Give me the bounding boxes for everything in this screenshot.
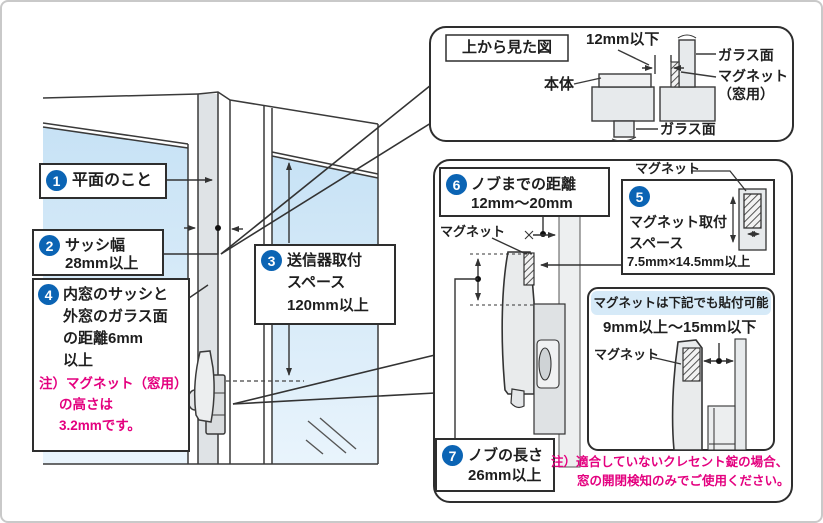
callout1-label: 平面のこと bbox=[72, 172, 153, 189]
alt-sash-block bbox=[707, 405, 736, 451]
glass-bar bbox=[678, 39, 696, 88]
callout2-number: 2 bbox=[39, 235, 60, 256]
dim-12mm-label: 12mm以下 bbox=[586, 31, 660, 48]
main-dimension-lines bbox=[163, 84, 436, 405]
callout4-note2: の高さは bbox=[59, 397, 113, 412]
knob-side-view bbox=[501, 251, 535, 395]
callout3-line2: スペース bbox=[287, 274, 346, 291]
magnet-hatched bbox=[743, 193, 762, 229]
knob-tab bbox=[510, 388, 525, 409]
callout5-number: 5 bbox=[629, 186, 650, 207]
callout7-line1: ノブの長さ bbox=[468, 447, 544, 464]
top-view-title-box bbox=[445, 34, 569, 62]
alt-magnet-leader bbox=[650, 356, 682, 365]
sash-block-left bbox=[591, 86, 655, 122]
magnet-top-leader bbox=[691, 170, 747, 192]
glass-tab-bottom bbox=[613, 120, 635, 138]
window-magnet-label: マグネット bbox=[718, 68, 788, 84]
transmitter-body bbox=[598, 73, 652, 88]
callout1-number: 1 bbox=[46, 170, 67, 191]
callout6-line1: ノブまでの距離 bbox=[471, 176, 577, 193]
callout3-line1: 送信器取付 bbox=[287, 252, 363, 269]
window-magnet-label2: （窓用） bbox=[718, 86, 774, 102]
window-magnet-hatched bbox=[670, 61, 680, 88]
callout2-line2: 28mm以上 bbox=[65, 255, 139, 272]
alt-placement-header-bg bbox=[591, 291, 771, 315]
callout5-line2: スペース bbox=[629, 235, 684, 251]
crescent-lock bbox=[187, 350, 226, 435]
callout4-line4: 以上 bbox=[63, 352, 94, 369]
callout6-box bbox=[439, 167, 610, 217]
callout4-line2: 外窓のガラス面 bbox=[63, 308, 168, 325]
callout2-line1: サッシ幅 bbox=[65, 237, 126, 254]
callout6-number: 6 bbox=[446, 174, 467, 195]
magnet-label-top: マグネット bbox=[635, 161, 701, 176]
alt-placement-range: 9mm以上〜15mm以下 bbox=[603, 319, 757, 336]
callout5-line1: マグネット取付 bbox=[629, 214, 727, 230]
compat-note-line2: 窓の開閉検知のみでご使用ください。 bbox=[577, 474, 790, 488]
alt-magnet-label: マグネット bbox=[594, 347, 660, 362]
magnet-leader bbox=[680, 71, 717, 78]
body-leader bbox=[573, 77, 602, 85]
callout6-line2: 12mm〜20mm bbox=[471, 195, 573, 212]
glass-bottom-label: ガラス面 bbox=[660, 121, 716, 137]
lock-detail-panel bbox=[433, 159, 793, 503]
compat-note-line1: 注）適合していないクレセント錠の場合、 bbox=[551, 455, 789, 469]
callout7-number: 7 bbox=[442, 445, 463, 466]
callout4-number: 4 bbox=[38, 284, 59, 305]
callout4-leader bbox=[188, 284, 209, 299]
callout3-number: 3 bbox=[261, 250, 282, 271]
glass-top-label: ガラス面 bbox=[718, 47, 774, 63]
alt-placement-header: マグネットは下記でも貼付可能 bbox=[593, 296, 769, 310]
top-view-panel bbox=[429, 26, 794, 142]
alt-glass-bar bbox=[734, 338, 747, 451]
callout4-box bbox=[32, 278, 190, 452]
top-view-title: 上から見た図 bbox=[461, 39, 552, 56]
alt-magnet-hatched bbox=[682, 347, 701, 382]
alt-placement-box bbox=[587, 287, 775, 451]
callout5-line3: 7.5mm×14.5mm以上 bbox=[627, 254, 751, 269]
callout4-note1: 注）マグネット（窓用） bbox=[39, 376, 188, 391]
callout7-line2: 26mm以上 bbox=[468, 467, 542, 484]
callout4-line3: の距離6mm bbox=[63, 330, 144, 347]
magnet-label-left: マグネット bbox=[440, 224, 506, 239]
callout4-line1: 内窓のサッシと bbox=[63, 286, 169, 303]
glass-shine-marks bbox=[305, 417, 357, 455]
callout3-line3: 120mm以上 bbox=[287, 297, 369, 314]
callout4-note3: 3.2mmです。 bbox=[59, 418, 141, 433]
body-label: 本体 bbox=[544, 76, 575, 93]
knob-magnet-hatched bbox=[523, 252, 535, 286]
sash-block-right bbox=[659, 86, 716, 122]
